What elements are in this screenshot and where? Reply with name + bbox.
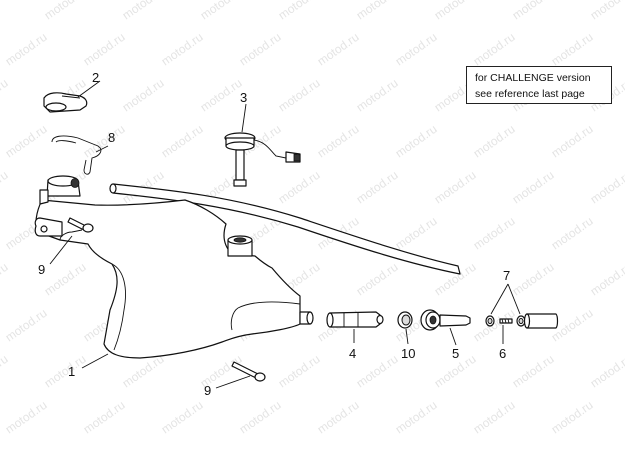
watermark-text: motod.ru	[276, 0, 323, 22]
retaining-clip	[51, 135, 102, 175]
watermark-text: motod.ru	[510, 260, 557, 299]
callout-9-lower: 9	[204, 383, 211, 398]
watermark-text: motod.ru	[393, 398, 440, 437]
callout-4: 4	[349, 346, 356, 361]
callout-numbers: 2 3 8 9 1 9 4 10 5 6 7	[38, 70, 510, 398]
watermark-text: motod.ru	[198, 76, 245, 115]
sealing-ring	[397, 311, 413, 329]
callout-5: 5	[452, 346, 459, 361]
watermark-text: motod.ru	[42, 260, 89, 299]
bolt-upper	[67, 217, 94, 233]
watermark-text: motod.ru	[237, 398, 284, 437]
watermark-text: motod.ru	[0, 76, 11, 115]
watermark-text: motod.ru	[0, 168, 11, 207]
watermark-text: motod.ru	[354, 0, 401, 22]
watermark-text: motod.ru	[81, 398, 128, 437]
watermark-text: motod.ru	[549, 398, 596, 437]
challenge-note-box: for CHALLENGE version see reference last…	[466, 66, 612, 104]
watermark-text: motod.ru	[120, 0, 167, 22]
expansion-tank	[34, 175, 314, 359]
callout-8: 8	[108, 130, 115, 145]
watermark-text: motod.ru	[159, 122, 206, 161]
watermark-text: motod.ru	[276, 76, 323, 115]
watermark-text: motod.ru	[354, 260, 401, 299]
watermark-text: motod.ru	[549, 214, 596, 253]
hose	[109, 183, 461, 275]
watermark-text: motod.ru	[3, 306, 50, 345]
watermark-text: motod.ru	[3, 30, 50, 69]
watermark-text: motod.ru	[510, 352, 557, 391]
watermark-text: motod.ru	[0, 260, 11, 299]
watermark-text: motod.ru	[276, 168, 323, 207]
note-line-2: see reference last page	[475, 88, 585, 100]
watermark-text: motod.ru	[354, 168, 401, 207]
leader-lines	[49, 80, 521, 389]
watermark-text: motod.ru	[42, 0, 89, 22]
watermark-text: motod.ru	[276, 352, 323, 391]
watermark-text: motod.ru	[393, 30, 440, 69]
watermark-text: motod.ru	[471, 214, 518, 253]
callout-9-upper: 9	[38, 262, 45, 277]
bolt-lower	[231, 361, 266, 382]
watermark-text: motod.ru	[588, 260, 625, 299]
watermark-text: motod.ru	[237, 30, 284, 69]
watermark-text: motod.ru	[315, 122, 362, 161]
watermark-text: motod.ru	[354, 76, 401, 115]
watermark-text: motod.ru	[432, 168, 479, 207]
callout-1: 1	[68, 364, 75, 379]
watermark-text: motod.ru	[42, 352, 89, 391]
watermark-text: motod.ru	[81, 30, 128, 69]
watermark-text: motod.ru	[393, 214, 440, 253]
watermark-text: motod.ru	[0, 0, 11, 22]
watermark-text: motod.ru	[471, 30, 518, 69]
callout-7: 7	[503, 268, 510, 283]
watermark-text: motod.ru	[549, 30, 596, 69]
watermark-text: motod.ru	[159, 30, 206, 69]
watermark-text: motod.ru	[471, 398, 518, 437]
watermark-text: motod.ru	[510, 0, 557, 22]
watermark-text: motod.ru	[3, 122, 50, 161]
watermark-text: motod.ru	[471, 306, 518, 345]
watermark-text: motod.ru	[549, 122, 596, 161]
watermark-text: motod.ru	[471, 122, 518, 161]
watermark-text: motod.ru	[315, 30, 362, 69]
callout-3: 3	[240, 90, 247, 105]
watermark-text: motod.ru	[432, 0, 479, 22]
watermark-text: motod.ru	[120, 76, 167, 115]
watermark-text: motod.ru	[3, 398, 50, 437]
clamp-assembly	[485, 313, 559, 329]
watermark-text: motod.ru	[81, 122, 128, 161]
watermark-text: motod.ru	[159, 398, 206, 437]
callout-10: 10	[401, 346, 415, 361]
watermark-text: motod.ru	[588, 352, 625, 391]
watermark-text: motod.ru	[510, 168, 557, 207]
watermark-text: motod.ru	[315, 398, 362, 437]
hose-connector	[326, 311, 384, 328]
level-sensor	[224, 132, 301, 187]
watermark-text: motod.ru	[588, 0, 625, 22]
callout-6: 6	[499, 346, 506, 361]
watermark-text: motod.ru	[354, 352, 401, 391]
callout-2: 2	[92, 70, 99, 85]
watermark-text: motod.ru	[198, 0, 245, 22]
note-line-1: for CHALLENGE version	[475, 72, 591, 84]
watermark-text: motod.ru	[0, 352, 11, 391]
watermark-text: motod.ru	[393, 122, 440, 161]
outlet-fitting	[420, 309, 471, 331]
watermark-text: motod.ru	[588, 168, 625, 207]
